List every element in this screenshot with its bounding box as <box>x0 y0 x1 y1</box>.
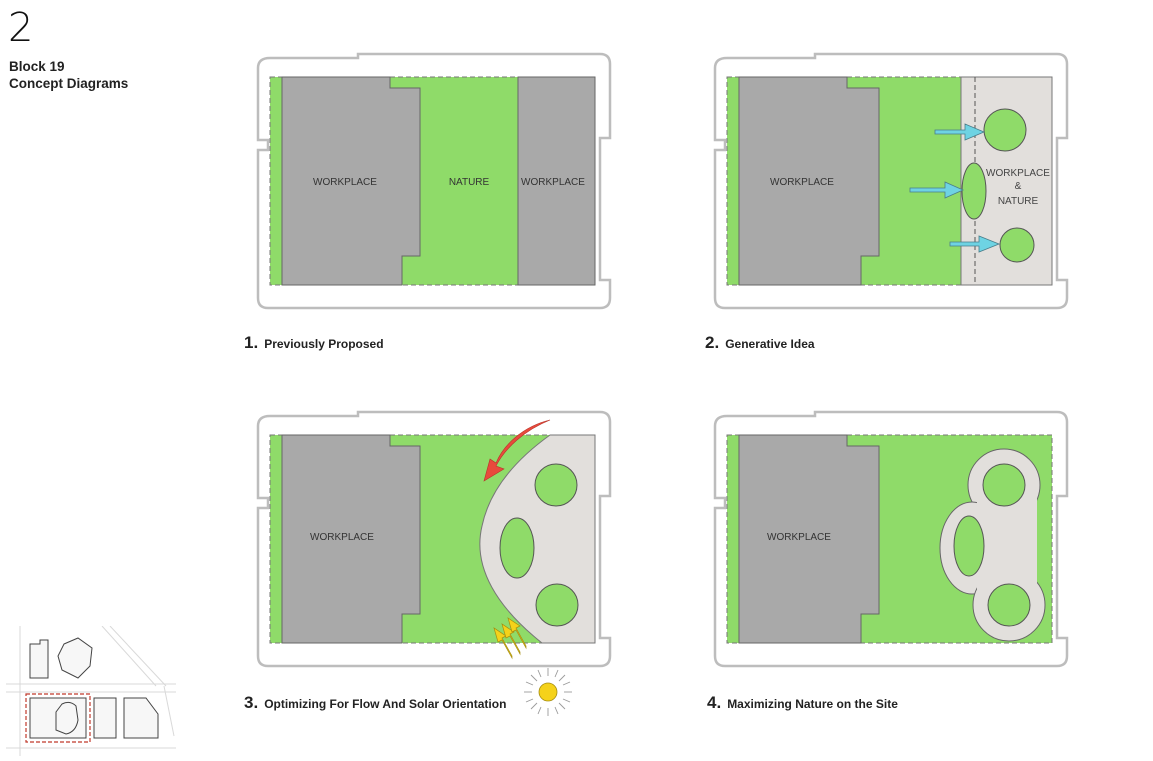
workplace-building <box>738 434 880 644</box>
diagram-4-caption: 4. Maximizing Nature on the Site <box>707 693 898 713</box>
nature-label: NATURE <box>449 177 490 188</box>
zone-label: & <box>1015 181 1022 192</box>
workplace-label: WORKPLACE <box>767 532 831 543</box>
diagram-1-caption: 1. Previously Proposed <box>244 333 384 353</box>
diagram-2-caption: 2. Generative Idea <box>705 333 815 353</box>
workplace-label: WORKPLACE <box>521 177 585 188</box>
street-outline <box>713 52 1069 310</box>
cyan-arrow <box>949 235 1001 253</box>
block-name: Block 19 <box>9 59 65 74</box>
workplace-building <box>517 76 596 286</box>
street-outline <box>256 410 612 668</box>
workplace-building <box>281 76 421 286</box>
courtyard <box>983 108 1027 152</box>
caption-number: 4. <box>707 693 722 712</box>
caption-number: 1. <box>244 333 259 352</box>
diagram-4: WORKPLACE <box>713 410 1069 668</box>
caption-text: Optimizing For Flow And Solar Orientatio… <box>264 697 507 711</box>
workplace-building <box>738 76 880 286</box>
caption-number: 2. <box>705 333 720 352</box>
courtyard <box>535 583 579 627</box>
cyan-arrow <box>909 181 964 199</box>
diagram-1: WORKPLACE NATURE WORKPLACE <box>256 52 612 310</box>
courtyard <box>999 227 1035 263</box>
block-title: Block 19 Concept Diagrams <box>9 58 128 92</box>
courtyard <box>534 463 578 507</box>
diagram-3 <box>256 410 612 668</box>
street-outline <box>256 52 612 310</box>
street-outline <box>713 410 1069 668</box>
diagram-set-title: Concept Diagrams <box>9 76 129 91</box>
caption-text: Previously Proposed <box>264 337 384 351</box>
workplace-label: WORKPLACE <box>313 177 377 188</box>
diagram-3-caption: 3. Optimizing For Flow And Solar Orientat… <box>244 693 506 713</box>
zone-label: WORKPLACE <box>986 168 1050 179</box>
diagram-2: WORKPLACE WORKPLACE & NATURE <box>713 52 1069 310</box>
zone-label: NATURE <box>998 196 1039 207</box>
caption-text: Generative Idea <box>725 337 815 351</box>
page-number: 2 <box>8 5 34 51</box>
courtyard <box>982 463 1026 507</box>
courtyard <box>499 517 535 579</box>
workplace-label: WORKPLACE <box>770 177 834 188</box>
courtyard <box>953 515 985 577</box>
cyan-arrow <box>934 123 986 141</box>
courtyard <box>987 583 1031 627</box>
workplace-building <box>281 434 421 644</box>
sun-icon <box>524 668 572 716</box>
solar-arrows-icon <box>493 617 527 660</box>
site-context-map <box>6 626 176 756</box>
caption-text: Maximizing Nature on the Site <box>727 697 898 711</box>
courtyard <box>961 162 987 220</box>
flow-arrow <box>483 419 551 482</box>
caption-number: 3. <box>244 693 259 712</box>
